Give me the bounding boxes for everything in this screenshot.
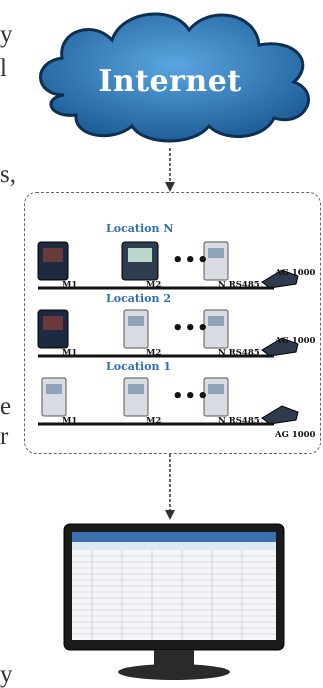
location-n-devices	[37, 241, 299, 290]
location-title: Location 2	[106, 292, 171, 305]
location-title: Location 1	[106, 360, 171, 373]
monitor-icon	[63, 523, 285, 680]
location-2-devices	[37, 309, 299, 358]
meter-label: M2	[146, 416, 162, 426]
more-devices-dots: •••	[172, 318, 210, 339]
connection-arrow	[165, 148, 175, 192]
side-text-fragment: e	[0, 393, 12, 420]
connection-arrow	[165, 454, 175, 520]
gateway-label: AG 1000	[275, 268, 316, 278]
location-title: Location N	[106, 222, 174, 235]
gateway-label: AG 1000	[275, 336, 316, 346]
meter-icon	[41, 377, 67, 417]
gateway-label: AG 1000	[275, 430, 316, 440]
side-text-fragment: y	[0, 661, 13, 688]
meter-label: N RS485	[218, 280, 260, 290]
meter-label: M2	[146, 280, 162, 290]
more-devices-dots: •••	[172, 250, 210, 271]
meter-label: N RS485	[218, 348, 260, 358]
location-1-devices	[38, 377, 299, 426]
side-text-fragment: r	[0, 423, 9, 450]
meter-label: M1	[62, 348, 78, 358]
internet-cloud-icon	[39, 12, 310, 143]
meter-label: M1	[62, 280, 78, 290]
meter-icon	[123, 377, 149, 417]
meter-label: N RS485	[218, 416, 260, 426]
internet-label: Internet	[98, 64, 242, 99]
meter-icon	[123, 309, 149, 349]
side-text-fragment: y	[0, 21, 13, 48]
side-text-fragment: s,	[0, 161, 16, 188]
side-text-fragment: l	[0, 55, 7, 82]
locations-panel	[24, 192, 321, 454]
meter-label: M2	[146, 348, 162, 358]
more-devices-dots: •••	[172, 386, 210, 407]
meter-label: M1	[62, 416, 78, 426]
gateway-icon	[261, 405, 299, 425]
